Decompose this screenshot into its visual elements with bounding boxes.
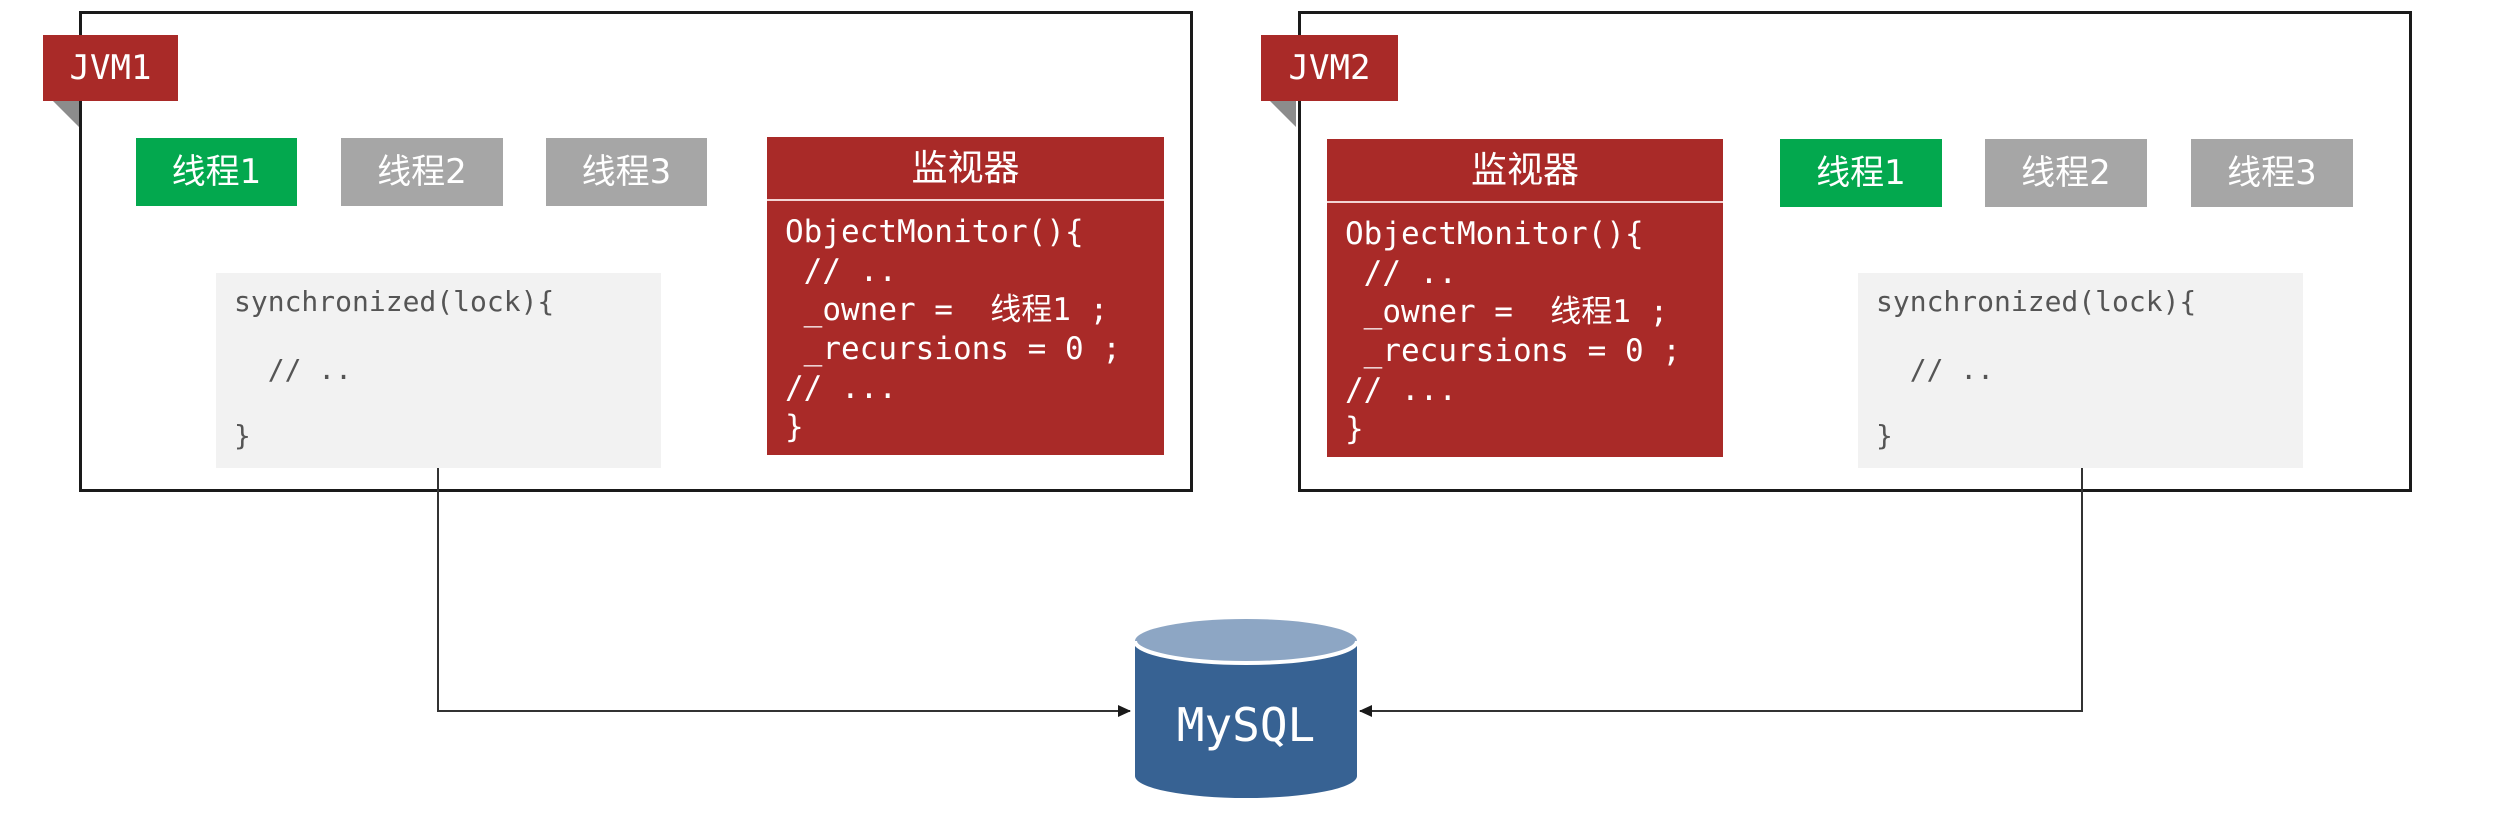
jvm2-tag-fold xyxy=(1270,101,1296,127)
code-line: _recursions = 0 ; xyxy=(1345,333,1681,369)
jvm1-monitor-code: ObjectMonitor(){ // .. _owner = 线程1 ; _r… xyxy=(785,213,1121,447)
code-line: // .. xyxy=(1876,353,1995,386)
jvm2-code-block: synchronized(lock){ // .. } xyxy=(1858,273,2303,468)
jvm1-tag: JVM1 xyxy=(43,35,178,101)
jvm1-tag-fold xyxy=(53,101,79,127)
jvm2-monitor-title: 监视器 xyxy=(1327,139,1723,203)
database-cylinder-icon xyxy=(1133,619,1359,798)
code-line: ObjectMonitor(){ xyxy=(1345,216,1644,252)
jvm1-to-mysql-connector xyxy=(437,468,1131,717)
code-line: } xyxy=(1876,419,1893,452)
database-label: MySQL xyxy=(1177,698,1315,752)
jvm2-thread-3[interactable]: 线程3 xyxy=(2191,139,2353,207)
code-line: // .. xyxy=(1345,255,1457,291)
code-line: // ... xyxy=(1345,372,1457,408)
code-line: _owner = 线程1 ; xyxy=(785,292,1109,328)
code-line: } xyxy=(234,419,251,452)
jvm1-thread-1[interactable]: 线程1 xyxy=(136,138,297,206)
code-line: ObjectMonitor(){ xyxy=(785,214,1084,250)
jvm2-tag: JVM2 xyxy=(1261,35,1398,101)
jvm1-code-block: synchronized(lock){ // .. } xyxy=(216,273,661,468)
jvm1-monitor: 监视器 ObjectMonitor(){ // .. _owner = 线程1 … xyxy=(767,137,1164,455)
code-line: // .. xyxy=(785,253,897,289)
code-line: synchronized(lock){ xyxy=(234,285,555,318)
jvm2-thread-2[interactable]: 线程2 xyxy=(1985,139,2147,207)
code-line: // .. xyxy=(234,353,353,386)
code-line: _recursions = 0 ; xyxy=(785,331,1121,367)
jvm1-thread-3[interactable]: 线程3 xyxy=(546,138,707,206)
code-line: synchronized(lock){ xyxy=(1876,285,2197,318)
jvm1-thread-2[interactable]: 线程2 xyxy=(341,138,503,206)
jvm1-monitor-title: 监视器 xyxy=(767,137,1164,201)
code-line: _owner = 线程1 ; xyxy=(1345,294,1669,330)
jvm2-monitor: 监视器 ObjectMonitor(){ // .. _owner = 线程1 … xyxy=(1327,139,1723,457)
code-line: // ... xyxy=(785,370,897,406)
jvm2-thread-1[interactable]: 线程1 xyxy=(1780,139,1942,207)
jvm2-monitor-code: ObjectMonitor(){ // .. _owner = 线程1 ; _r… xyxy=(1345,215,1681,449)
code-line: } xyxy=(1345,411,1364,447)
code-line: } xyxy=(785,409,804,445)
jvm2-to-mysql-connector xyxy=(1359,468,2083,717)
